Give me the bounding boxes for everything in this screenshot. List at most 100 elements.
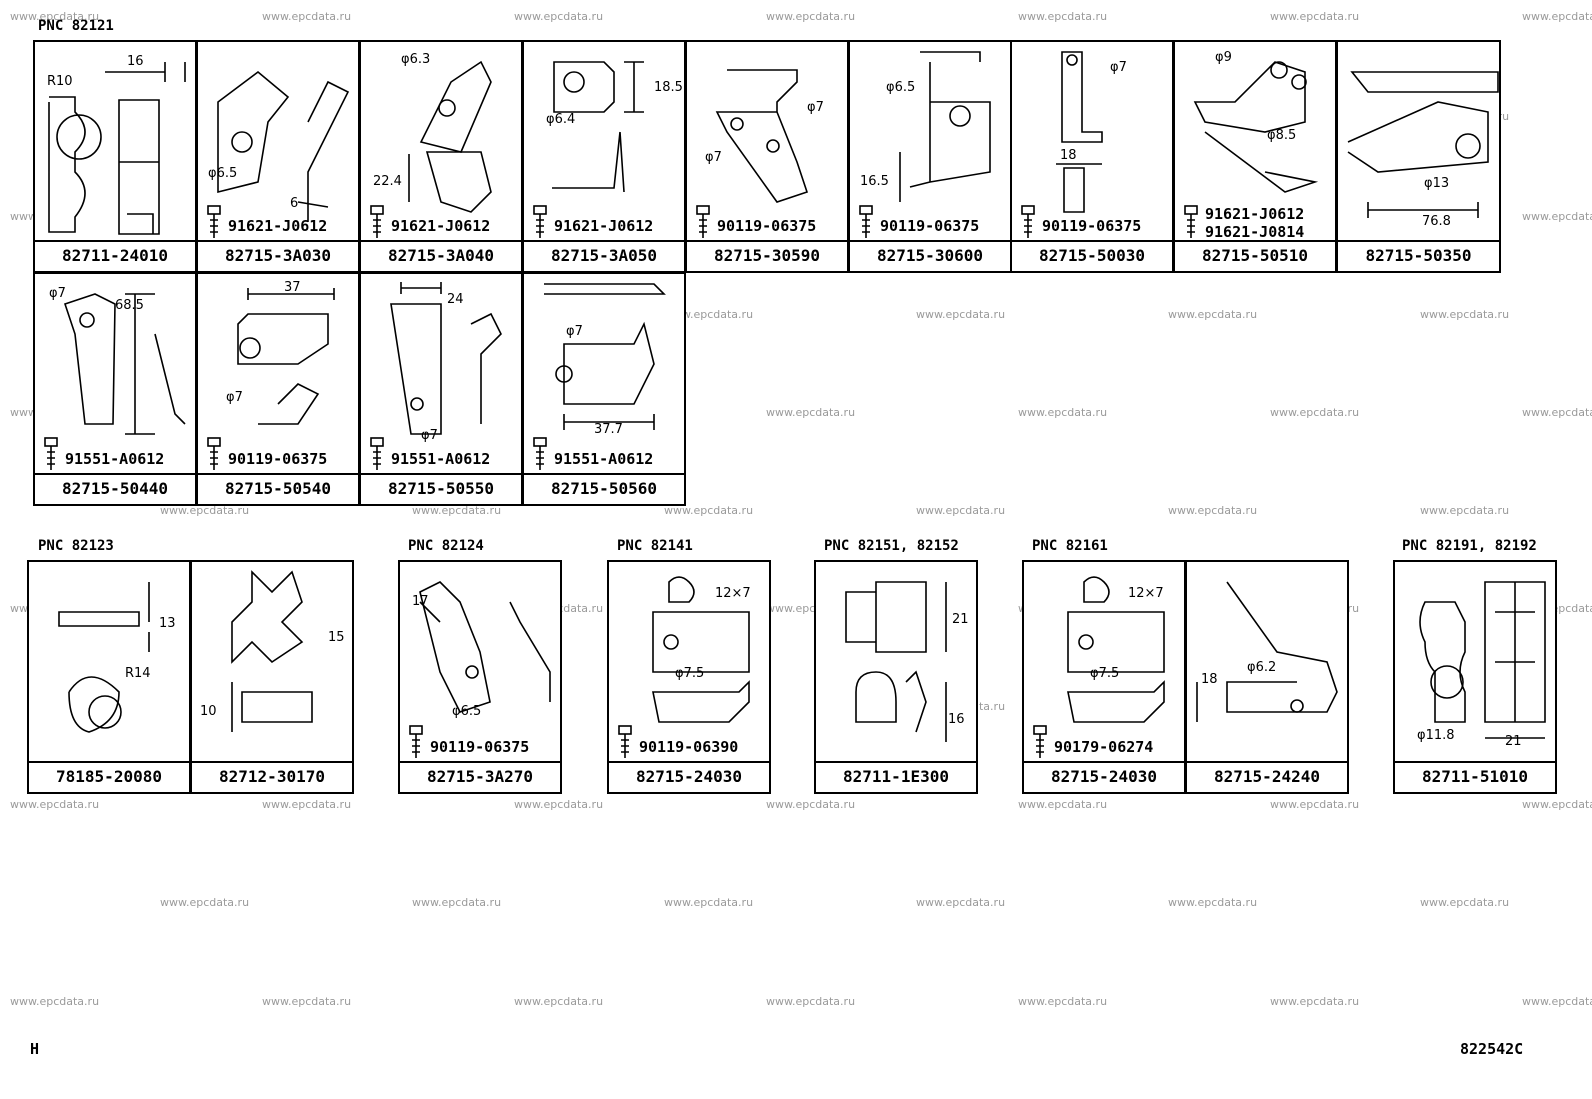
part-number[interactable]: 82711-24010 bbox=[35, 240, 195, 271]
part-illustration bbox=[58, 582, 150, 733]
pnc-label-82191-82192: PNC 82191, 82192 bbox=[1402, 538, 1537, 554]
part-number[interactable]: 82715-50510 bbox=[1175, 240, 1335, 271]
pnc-label-82141: PNC 82141 bbox=[617, 538, 693, 554]
dimension-label: 24 bbox=[447, 292, 464, 307]
pnc-label-82124: PNC 82124 bbox=[408, 538, 484, 554]
bolt-part-number[interactable]: 91551-A0612 bbox=[391, 450, 491, 468]
part-cell[interactable]: φ6.2 18 82715-24240 bbox=[1185, 560, 1349, 794]
dimension-label: R10 bbox=[47, 74, 73, 89]
watermark-text: www.epcdata.ru bbox=[1522, 210, 1592, 223]
part-number[interactable]: 82711-1E300 bbox=[816, 761, 976, 792]
bolt-part-number[interactable]: 91551-A0612 bbox=[65, 450, 165, 468]
bolt-part-number[interactable]: 91621-J0612 bbox=[554, 217, 654, 235]
dimension-label: φ6.2 bbox=[1247, 660, 1277, 675]
part-number[interactable]: 82715-50550 bbox=[361, 473, 521, 504]
pnc-label-82121: PNC 82121 bbox=[38, 18, 114, 34]
bolt-part-number[interactable]: 91551-A0612 bbox=[554, 450, 654, 468]
dimension-label: 18 bbox=[1201, 672, 1218, 687]
dimension-label: φ7 bbox=[566, 324, 583, 339]
dimension-label: 76.8 bbox=[1422, 214, 1451, 229]
watermark-text: www.epcdata.ru bbox=[916, 896, 1006, 909]
watermark-text: www.epcdata.ru bbox=[1018, 798, 1108, 811]
part-number[interactable]: 78185-20080 bbox=[29, 761, 189, 792]
part-number[interactable]: 82715-3A050 bbox=[524, 240, 684, 271]
part-number[interactable]: 82715-30590 bbox=[687, 240, 847, 271]
part-number[interactable]: 82715-24030 bbox=[1024, 761, 1184, 792]
part-number[interactable]: 82712-30170 bbox=[192, 761, 352, 792]
bolt-part-number[interactable]: 90119-06375 bbox=[1042, 217, 1142, 235]
part-cell[interactable]: φ7 68.5 91551-A0612 82715-50440 bbox=[33, 272, 197, 506]
part-illustration bbox=[370, 282, 502, 470]
dimension-label: φ8.5 bbox=[1267, 128, 1297, 143]
dimension-label: φ7 bbox=[226, 390, 243, 405]
dimension-label: 68.5 bbox=[115, 298, 144, 313]
watermark-text: www.epcdata.ru bbox=[1018, 995, 1108, 1008]
part-number[interactable]: 82715-50560 bbox=[524, 473, 684, 504]
part-number[interactable]: 82715-24030 bbox=[609, 761, 769, 792]
part-illustration bbox=[1033, 576, 1165, 758]
watermark-text: www.epcdata.ru bbox=[262, 10, 352, 23]
watermark-text: www.epcdata.ru bbox=[766, 798, 856, 811]
part-number[interactable]: 82715-30600 bbox=[850, 240, 1010, 271]
dimension-label: 15 bbox=[328, 630, 345, 645]
dimension-label: 22.4 bbox=[373, 174, 402, 189]
watermark-text: www.epcdata.ru bbox=[1270, 406, 1360, 419]
part-number[interactable]: 82715-3A040 bbox=[361, 240, 521, 271]
part-illustration bbox=[207, 70, 350, 238]
part-number[interactable]: 82715-50540 bbox=[198, 473, 358, 504]
dimension-label: 16.5 bbox=[860, 174, 889, 189]
bolt-part-number[interactable]: 91621-J0612 bbox=[391, 217, 491, 235]
dimension-label: 13 bbox=[159, 616, 176, 631]
dimension-label: φ7 bbox=[49, 286, 66, 301]
part-illustration bbox=[859, 51, 991, 238]
dimension-label: 10 bbox=[200, 704, 217, 719]
bolt-part-number[interactable]: 90119-06375 bbox=[717, 217, 817, 235]
part-number[interactable]: 82715-3A270 bbox=[400, 761, 560, 792]
watermark-text: www.epcdata.ru bbox=[1522, 406, 1592, 419]
watermark-text: www.epcdata.ru bbox=[10, 798, 100, 811]
part-number[interactable]: 82715-50440 bbox=[35, 473, 195, 504]
bolt-part-number[interactable]: 90119-06375 bbox=[880, 217, 980, 235]
part-cell[interactable]: 15 10 82712-30170 bbox=[190, 560, 354, 794]
watermark-text: www.epcdata.ru bbox=[514, 798, 604, 811]
watermark-text: www.epcdata.ru bbox=[1168, 308, 1258, 321]
watermark-text: www.epcdata.ru bbox=[1018, 406, 1108, 419]
bolt-part-number[interactable]: 90119-06375 bbox=[430, 738, 530, 756]
bolt-part-number[interactable]: 90119-06390 bbox=[639, 738, 739, 756]
dimension-label: φ9 bbox=[1215, 50, 1232, 65]
dimension-label: φ7.5 bbox=[675, 666, 705, 681]
bolt-part-number[interactable]: 90179-06274 bbox=[1054, 738, 1154, 756]
part-number[interactable]: 82711-51010 bbox=[1395, 761, 1555, 792]
part-illustration bbox=[618, 576, 750, 758]
watermark-text: www.epcdata.ru bbox=[1018, 10, 1108, 23]
part-illustration bbox=[845, 581, 947, 742]
part-illustration bbox=[1184, 61, 1319, 238]
bolt-part-number[interactable]: 90119-06375 bbox=[228, 450, 328, 468]
bolt-part-number[interactable]: 91621-J0612 bbox=[228, 217, 328, 235]
part-number[interactable]: 82715-50350 bbox=[1338, 240, 1499, 271]
bolt-part-number[interactable]: 91621-J0612 bbox=[1205, 205, 1305, 223]
part-number[interactable]: 82715-50030 bbox=[1012, 240, 1172, 271]
bolt-part-number-alt[interactable]: 91621-J0814 bbox=[1205, 223, 1305, 241]
part-illustration bbox=[231, 570, 313, 732]
part-number[interactable]: 82715-24240 bbox=[1187, 761, 1347, 792]
part-number[interactable]: 82715-3A030 bbox=[198, 240, 358, 271]
